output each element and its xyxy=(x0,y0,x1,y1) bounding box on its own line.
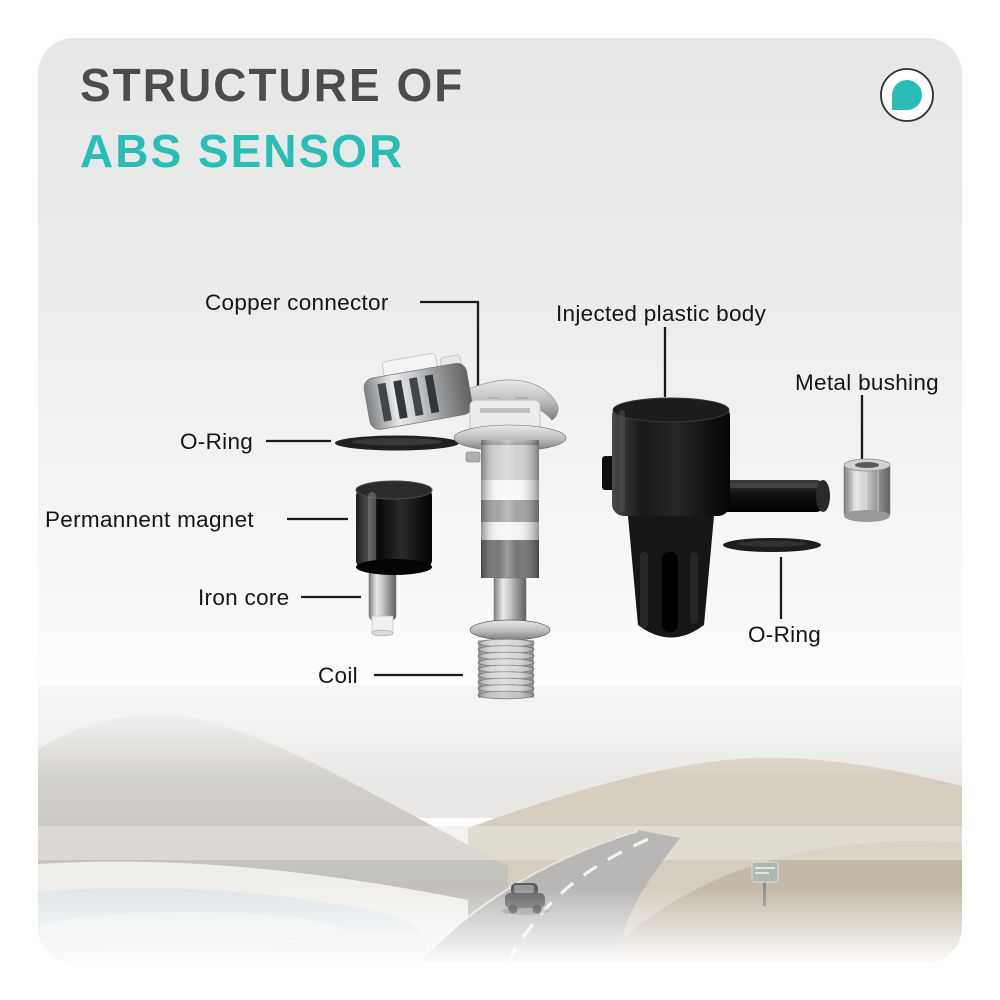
permanent-magnet-part xyxy=(355,480,433,575)
label-copper-connector: Copper connector xyxy=(205,290,389,315)
metal-bushing-part xyxy=(843,458,891,522)
teal-petal-icon xyxy=(892,80,922,110)
injected-plastic-body-part xyxy=(602,397,830,638)
page-subtitle: ABS SENSOR xyxy=(80,125,405,177)
label-coil: Coil xyxy=(318,663,358,688)
label-o-ring-right: O-Ring xyxy=(748,622,822,647)
sensor-body-part xyxy=(453,424,567,641)
brand-logo xyxy=(880,68,934,122)
coil-part xyxy=(477,638,535,700)
infographic-card xyxy=(38,38,962,962)
label-permanent-magnet: Permannent magnet xyxy=(45,507,254,532)
label-iron-core: Iron core xyxy=(198,585,290,610)
label-injected-plastic-body: Injected plastic body xyxy=(556,301,767,326)
label-metal-bushing: Metal bushing xyxy=(795,370,939,395)
landscape-photo xyxy=(38,686,962,962)
o-ring-left-part xyxy=(335,435,459,451)
leader-lines xyxy=(266,300,864,677)
o-ring-right-part xyxy=(723,538,821,552)
page-title: STRUCTURE OF xyxy=(80,59,465,111)
landscape-scene xyxy=(38,686,962,962)
leader-copper-connector xyxy=(420,300,480,386)
label-o-ring-left: O-Ring xyxy=(180,429,254,454)
